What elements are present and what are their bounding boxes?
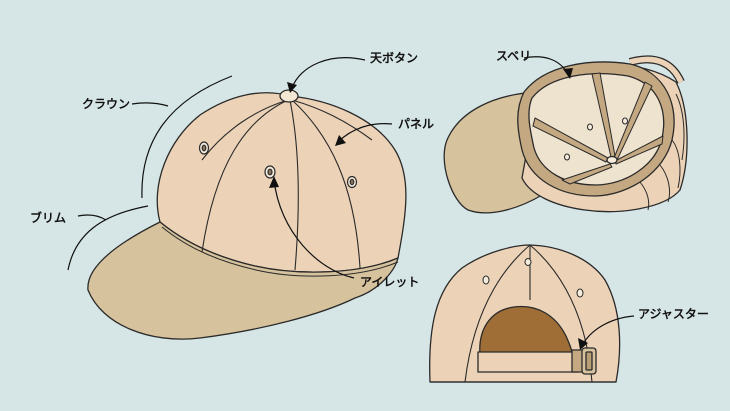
label-brim: ブリム [30,210,66,225]
back-view-cap [430,245,620,382]
label-adjuster: アジャスター [638,307,709,321]
label-panel: パネル [398,117,434,131]
leader-brim [78,215,106,220]
label-top-button: 天ボタン [370,50,418,65]
arrow-button [292,58,365,88]
inner-button [607,157,617,164]
label-eyelet: アイレット [360,275,419,289]
underside-view-cap [444,59,687,213]
leader-crown [132,103,168,106]
adjuster-buckle-hole [586,352,592,370]
label-crown: クラウン [82,97,130,111]
label-sweatband: スベリ [496,49,531,63]
front-view-cap [88,90,406,339]
top-button [280,90,298,102]
back-strap [478,352,578,372]
